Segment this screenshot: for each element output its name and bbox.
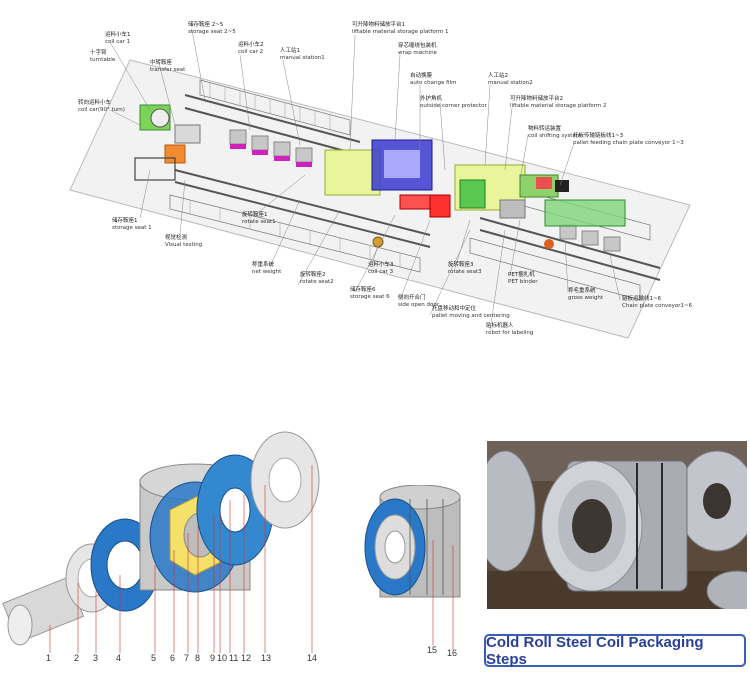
packed-leaders (432, 540, 454, 650)
part-number-3: 3 (93, 653, 99, 663)
floor-plate (69, 59, 691, 339)
rail (174, 181, 431, 248)
part-number-14: 14 (307, 653, 318, 663)
photo-straps (636, 463, 663, 589)
part-number-16: 16 (447, 648, 458, 658)
rail (174, 169, 431, 236)
number-leaders (49, 465, 313, 653)
part-number-12: 12 (241, 653, 252, 663)
part-number-15: 15 (427, 645, 438, 655)
exploded-coil-drawing (2, 431, 320, 653)
packed-coil-diagram: 15 16 (355, 484, 475, 665)
part-number-2: 2 (74, 653, 80, 663)
exploded-coil-diagram: 1 2 3 4 5 6 7 8 9 10 11 12 13 14 (0, 415, 340, 682)
part-number-13: 13 (261, 653, 272, 663)
part-number-5: 5 (151, 653, 157, 663)
packaging-line-drawing (69, 29, 691, 339)
part-number-1: 1 (46, 653, 52, 663)
second-section (454, 164, 626, 249)
coil-car-3-mark (372, 236, 384, 248)
part-number-7: 7 (184, 653, 190, 663)
steel-coil-photo-drawing (487, 441, 747, 609)
part-number-11: 11 (229, 653, 239, 663)
turntable-area (134, 104, 201, 181)
part-number-6: 6 (170, 653, 176, 663)
rail (479, 229, 661, 281)
caption-text: Cold Roll Steel Coil Packaging Steps (486, 633, 704, 668)
rail (184, 107, 361, 156)
leader-lines (109, 29, 621, 331)
part-number-9: 9 (210, 653, 216, 663)
packed-coil-drawing (364, 484, 461, 650)
steel-coil-photo (487, 441, 747, 609)
rail (184, 94, 361, 143)
caption-box: Cold Roll Steel Coil Packaging Steps (484, 633, 746, 668)
wrap-machine-area (324, 139, 451, 218)
part-number-8: 8 (195, 653, 201, 663)
part-number-4: 4 (116, 653, 122, 663)
straps (409, 499, 444, 595)
rail (479, 217, 661, 269)
pipe-end (7, 604, 33, 646)
fence-hatch (189, 83, 401, 267)
part-number-10: 10 (217, 653, 228, 663)
